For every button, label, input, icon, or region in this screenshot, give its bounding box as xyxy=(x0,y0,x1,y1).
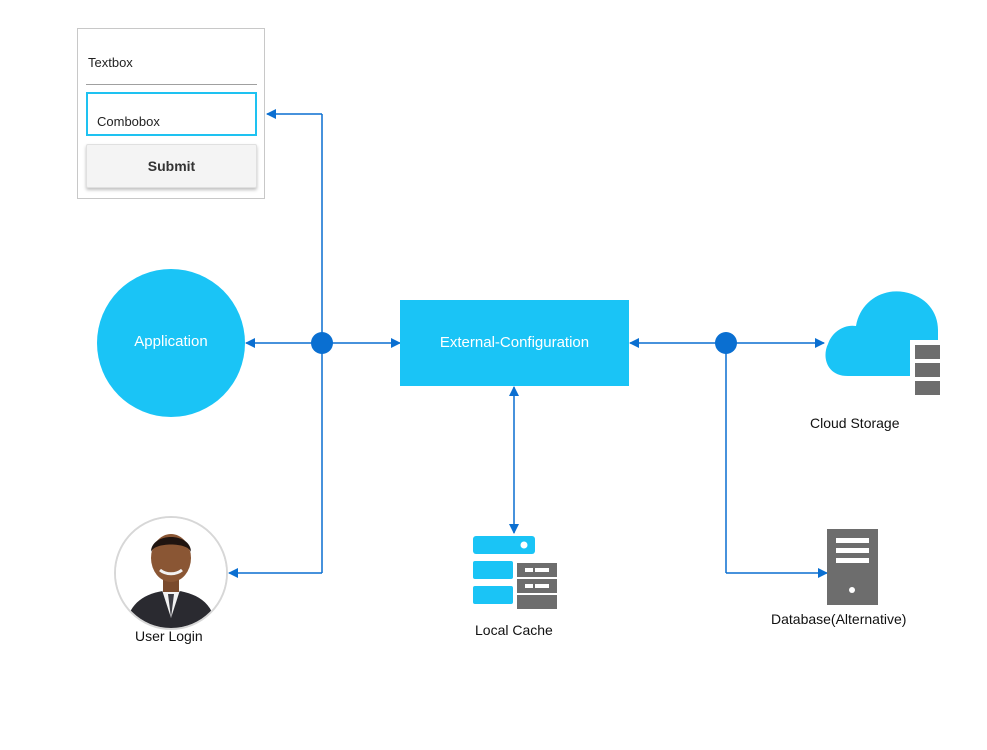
server-stack-icon xyxy=(910,340,940,402)
cloud-icon[interactable] xyxy=(822,286,940,402)
external-configuration-label: External-Configuration xyxy=(439,334,590,351)
right-junction-dot xyxy=(715,332,737,354)
submit-button[interactable]: Submit xyxy=(86,144,257,188)
cloud-storage-label: Cloud Storage xyxy=(810,415,900,431)
textbox-label: Textbox xyxy=(88,55,133,70)
local-cache-label: Local Cache xyxy=(475,622,553,638)
user-avatar-photo[interactable] xyxy=(114,516,228,630)
combobox-label: Combobox xyxy=(97,114,160,129)
person-illustration xyxy=(116,518,226,628)
textbox-field[interactable]: Textbox xyxy=(86,49,257,85)
database-label: Database(Alternative) xyxy=(771,611,907,627)
server-stack-icon[interactable] xyxy=(471,535,559,610)
application-node[interactable]: Application xyxy=(97,269,245,417)
application-label: Application xyxy=(134,333,208,350)
form-panel: Textbox Combobox Submit xyxy=(77,28,265,199)
external-configuration-node[interactable]: External-Configuration xyxy=(400,300,629,386)
user-login-label: User Login xyxy=(135,628,203,644)
server-tower-icon[interactable] xyxy=(826,528,880,606)
left-junction-dot xyxy=(311,332,333,354)
combobox-field[interactable]: Combobox xyxy=(86,92,257,136)
